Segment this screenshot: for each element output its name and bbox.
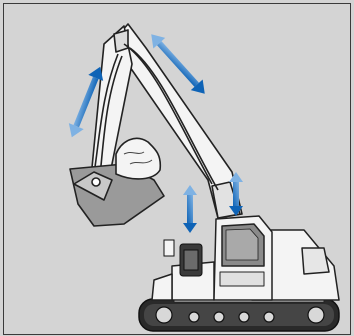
operator-cab [214,216,272,300]
light-post [164,240,202,276]
excavator-illustration [4,4,350,334]
bucket [70,138,164,226]
boom-base-arrow [183,185,197,233]
diagram-frame [3,3,351,335]
